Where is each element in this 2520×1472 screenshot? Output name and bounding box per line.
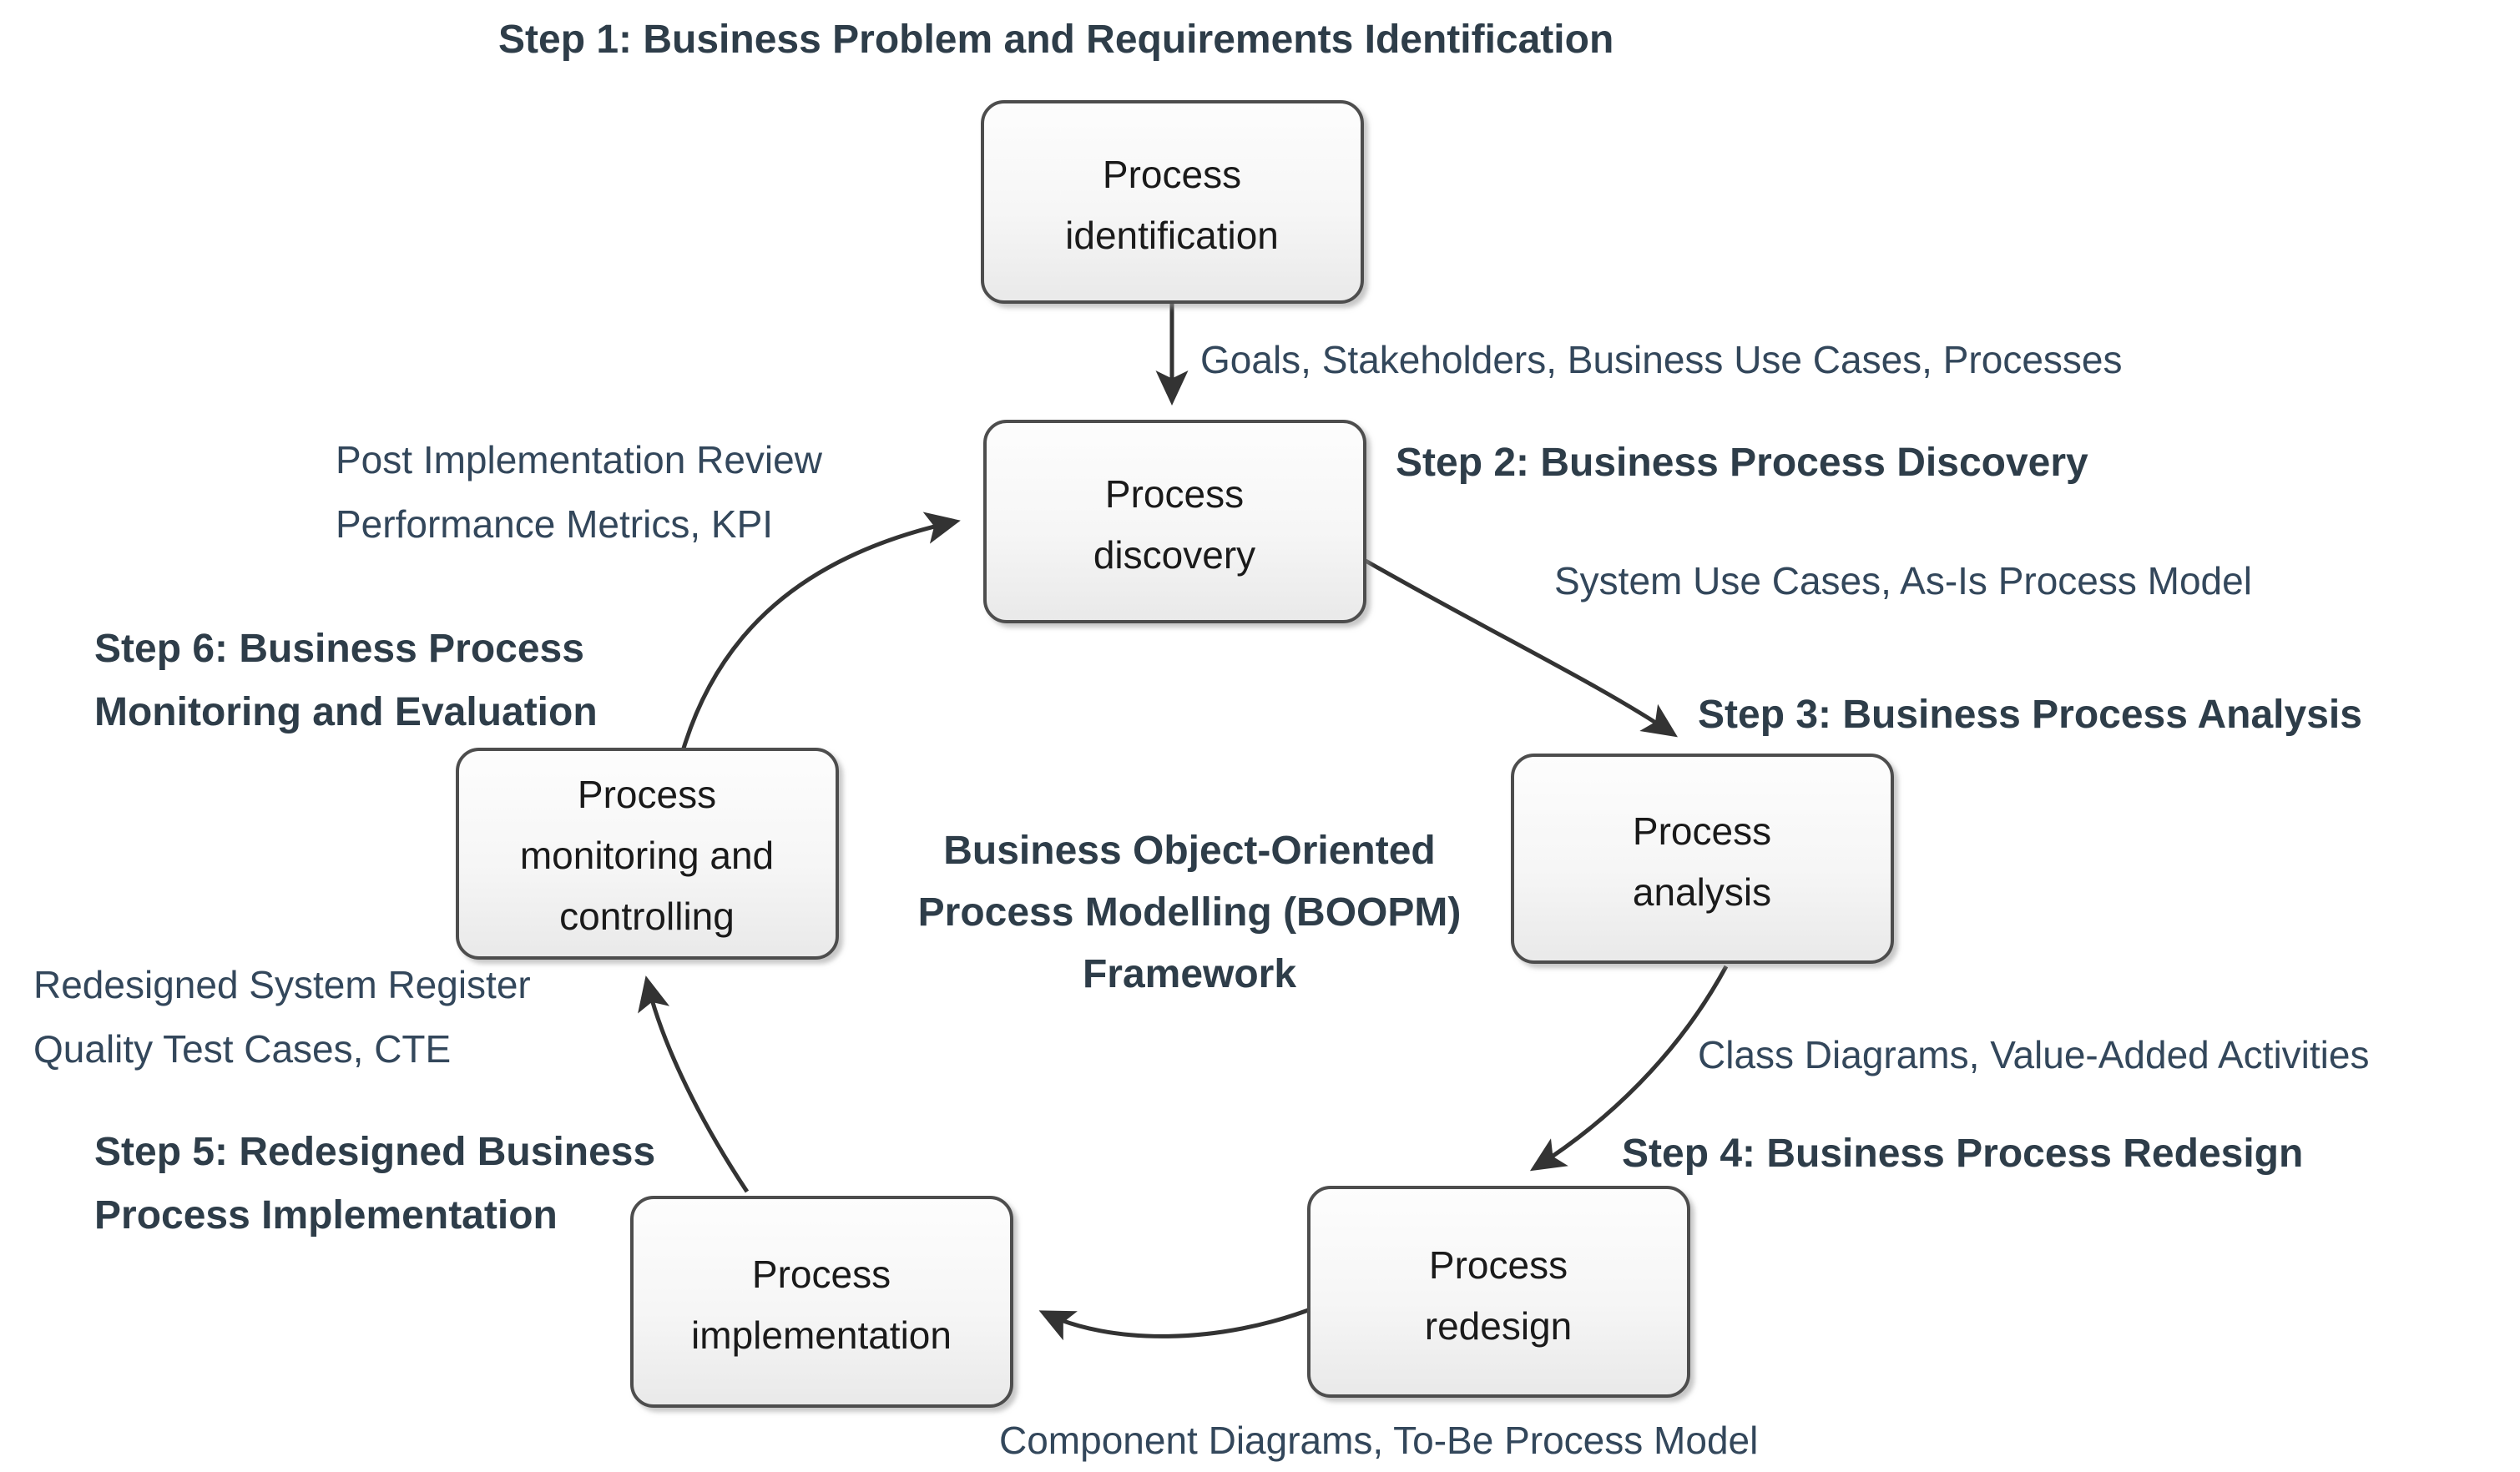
step-title-6-line2: Monitoring and Evaluation: [94, 690, 598, 734]
center-title-line3: Framework: [1083, 952, 1296, 996]
node-process-implementation[interactable]: Process implementation: [630, 1196, 1013, 1408]
node-process-redesign[interactable]: Process redesign: [1307, 1186, 1690, 1398]
arrow-monitoring-to-discovery: [680, 512, 961, 752]
node-redesign-line2: redesign: [1425, 1304, 1572, 1348]
step-title-6: Step 6: Business Process Monitoring and …: [94, 627, 598, 734]
step-title-4: Step 4: Business Process Redesign: [1622, 1132, 2303, 1176]
arrow-discovery-to-analysis: [1364, 558, 1678, 738]
flow-label-identification-discovery: Goals, Stakeholders, Business Use Cases,…: [1200, 338, 2123, 381]
node-identification-line2: identification: [1065, 214, 1279, 257]
step-title-3: Step 3: Business Process Analysis: [1698, 693, 2362, 737]
node-monitoring-line3: controlling: [559, 895, 735, 938]
node-identification-box[interactable]: [981, 100, 1364, 304]
node-discovery-box[interactable]: [983, 420, 1366, 623]
step-title-5-line2: Process Implementation: [94, 1193, 558, 1238]
node-process-analysis[interactable]: Process analysis: [1511, 754, 1894, 964]
flow-label-implementation-monitoring-line2: Quality Test Cases, CTE: [33, 1027, 451, 1071]
flow-label-redesign-implementation: Component Diagrams, To-Be Process Model: [999, 1419, 1758, 1462]
flow-label-discovery-analysis: System Use Cases, As-Is Process Model: [1554, 559, 2252, 602]
node-analysis-box[interactable]: [1511, 754, 1894, 964]
node-redesign-line1: Process: [1429, 1243, 1568, 1287]
center-framework-title: Business Object-Oriented Process Modelli…: [918, 829, 1462, 996]
node-monitoring-line1: Process: [578, 773, 716, 816]
node-process-monitoring[interactable]: Process monitoring and controlling: [456, 748, 839, 960]
arrow-analysis-to-redesign: [1529, 965, 1729, 1172]
step-title-5-line1: Step 5: Redesigned Business: [94, 1130, 655, 1174]
flow-label-implementation-monitoring: Redesigned System Register Quality Test …: [33, 963, 531, 1071]
flow-label-monitoring-discovery-line1: Post Implementation Review: [336, 438, 823, 481]
step-title-1: Step 1: Business Problem and Requirement…: [498, 18, 1614, 62]
flow-label-analysis-redesign: Class Diagrams, Value-Added Activities: [1698, 1033, 2369, 1076]
node-monitoring-box[interactable]: [456, 748, 839, 960]
node-implementation-line1: Process: [752, 1253, 891, 1296]
flow-label-implementation-monitoring-line1: Redesigned System Register: [33, 963, 531, 1006]
flow-label-monitoring-discovery: Post Implementation Review Performance M…: [336, 438, 823, 546]
center-title-line2: Process Modelling (BOOPM): [918, 890, 1462, 935]
arrow-implementation-to-monitoring: [638, 975, 750, 1193]
step-title-6-line1: Step 6: Business Process: [94, 627, 584, 671]
flow-label-monitoring-discovery-line2: Performance Metrics, KPI: [336, 502, 773, 546]
node-monitoring-line2: monitoring and: [520, 834, 774, 877]
step-title-2: Step 2: Business Process Discovery: [1396, 441, 2088, 485]
node-analysis-line1: Process: [1633, 809, 1771, 853]
node-discovery-line2: discovery: [1093, 533, 1255, 577]
node-redesign-box[interactable]: [1307, 1186, 1690, 1398]
node-implementation-line2: implementation: [691, 1313, 952, 1357]
step-title-5: Step 5: Redesigned Business Process Impl…: [94, 1130, 655, 1238]
node-analysis-line2: analysis: [1633, 870, 1771, 914]
node-identification-line1: Process: [1103, 153, 1241, 196]
node-process-discovery[interactable]: Process discovery: [983, 420, 1366, 623]
node-implementation-box[interactable]: [630, 1196, 1013, 1408]
center-title-line1: Business Object-Oriented: [943, 829, 1435, 873]
node-process-identification[interactable]: Process identification: [981, 100, 1364, 304]
arrow-redesign-to-implementation: [1038, 1304, 1318, 1341]
node-discovery-line1: Process: [1105, 472, 1244, 516]
